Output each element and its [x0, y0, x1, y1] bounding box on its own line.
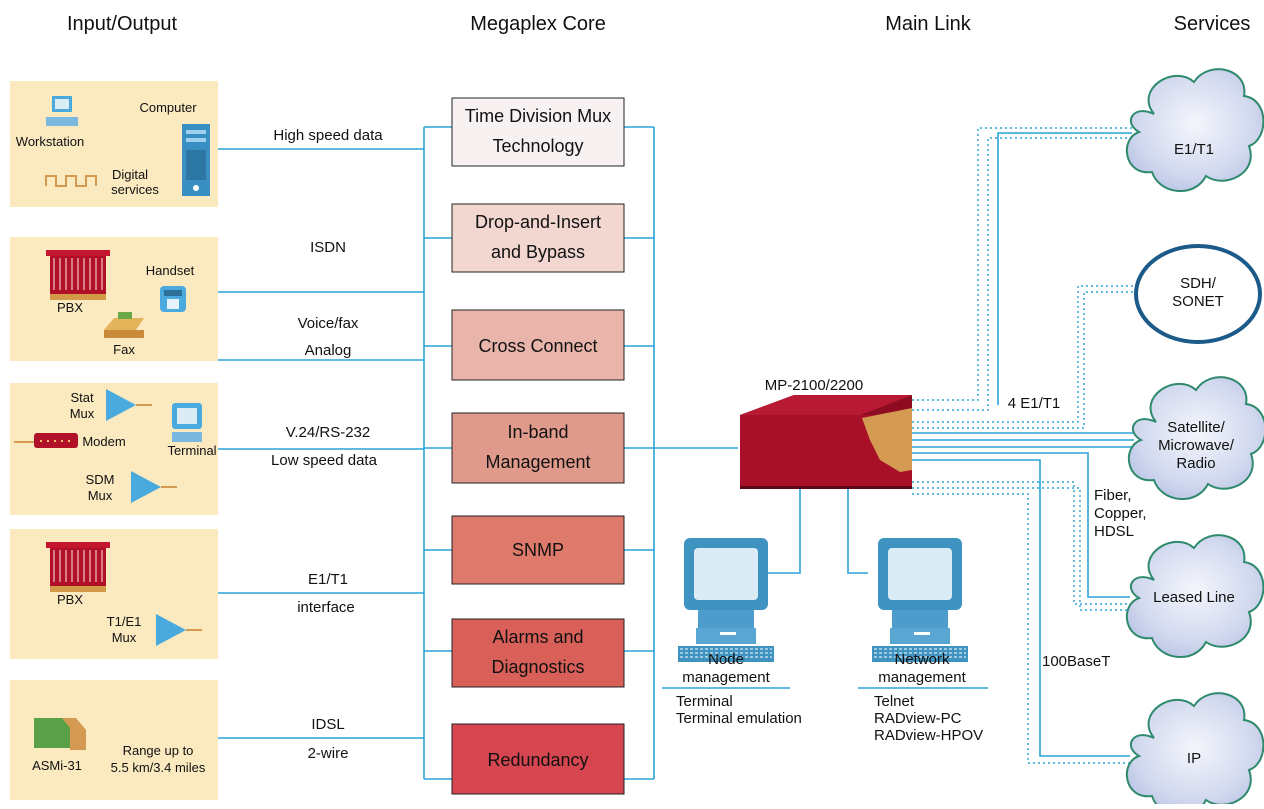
100baset-label: 100BaseT: [1042, 653, 1110, 670]
services-label: services: [111, 182, 159, 197]
core-box-alarms-line1: Alarms and: [492, 627, 583, 647]
node-mgmt-item-1: Terminal: [676, 693, 733, 710]
e1t1-label: E1/T1: [308, 571, 348, 588]
terminal-icon: [172, 403, 202, 442]
leased-line-label: Leased Line: [1153, 589, 1235, 606]
e1t1-service-label: E1/T1: [1174, 141, 1214, 158]
stat-mux-label-2: Mux: [70, 406, 95, 421]
sdh-label-1: SDH/: [1180, 275, 1217, 292]
ip-cloud-icon: [1125, 692, 1264, 809]
fax-icon: [104, 312, 144, 338]
t1e1-mux-label-2: Mux: [112, 630, 137, 645]
sdh-label-2: SONET: [1172, 293, 1224, 310]
modem-icon: [14, 433, 78, 448]
high-speed-data-label: High speed data: [273, 127, 383, 144]
io-panel-e1t1: [10, 529, 218, 659]
sdh-sonet-ring-icon: [1134, 244, 1262, 344]
header-megaplex-core: Megaplex Core: [470, 13, 606, 35]
range-label-1: Range up to: [123, 743, 194, 758]
core-box-alarms: Alarms and Diagnostics: [451, 618, 625, 688]
isdn-label: ISDN: [310, 239, 346, 256]
four-e1t1-label: 4 E1/T1: [1008, 395, 1061, 412]
pbx-label-2: PBX: [57, 592, 83, 607]
mp-2100-device-icon: [740, 395, 912, 489]
header-services: Services: [1174, 13, 1251, 35]
computer-label: Computer: [139, 100, 197, 115]
low-speed-data-label: Low speed data: [271, 452, 378, 469]
handset-label: Handset: [146, 263, 195, 278]
pbx-label: PBX: [57, 300, 83, 315]
net-mgmt-item-2: RADview-PC: [874, 710, 962, 727]
core-box-snmp-line1: SNMP: [512, 540, 564, 560]
copper-label: Copper,: [1094, 505, 1147, 522]
v24-label: V.24/RS-232: [286, 424, 371, 441]
core-boxes: Time Division Mux Technology Drop-and-In…: [451, 97, 625, 795]
network-management-terminal-icon: [871, 537, 969, 663]
node-mgmt-title-1: Node: [708, 651, 744, 668]
core-box-inband-management: In-band Management: [451, 412, 625, 484]
ip-label: IP: [1187, 750, 1201, 767]
fax-label: Fax: [113, 342, 135, 357]
core-box-alarms-line2: Diagnostics: [491, 657, 584, 677]
core-box-redundancy-line1: Redundancy: [487, 750, 588, 770]
pbx-icon-2: [45, 541, 111, 593]
workstation-icon: [46, 96, 78, 126]
hdsl-label: HDSL: [1094, 523, 1134, 540]
range-label-2: 5.5 km/3.4 miles: [111, 760, 206, 775]
node-mgmt-title-2: management: [682, 669, 770, 686]
net-mgmt-title-1: Network: [894, 651, 950, 668]
analog-label: Analog: [305, 342, 352, 359]
voice-fax-label: Voice/fax: [298, 315, 359, 332]
two-wire-label: 2-wire: [308, 745, 349, 762]
core-box-drop-insert: Drop-and-Insert and Bypass: [451, 203, 625, 273]
header-input-output: Input/Output: [67, 13, 178, 35]
core-box-tdm-line1: Time Division Mux: [465, 106, 611, 126]
sdm-mux-label-1: SDM: [86, 472, 115, 487]
t1e1-mux-label-1: T1/E1: [107, 614, 142, 629]
e1t1-service-cloud-icon: [1125, 68, 1264, 193]
digital-label: Digital: [112, 167, 148, 182]
satellite-label-3: Radio: [1176, 455, 1215, 472]
idsl-label: IDSL: [311, 716, 344, 733]
node-mgmt-item-2: Terminal emulation: [676, 710, 802, 727]
header-main-link: Main Link: [885, 13, 972, 35]
io-connection-lines: [218, 126, 738, 780]
asmi-31-label: ASMi-31: [32, 758, 82, 773]
net-mgmt-title-2: management: [878, 669, 966, 686]
net-mgmt-item-3: RADview-HPOV: [874, 727, 983, 744]
stat-mux-label-1: Stat: [70, 390, 94, 405]
core-box-drop-insert-line2: and Bypass: [491, 242, 585, 262]
core-box-tdm-line2: Technology: [492, 136, 583, 156]
modem-label: Modem: [82, 434, 125, 449]
mp-device-label: MP-2100/2200: [765, 377, 863, 394]
net-mgmt-item-1: Telnet: [874, 693, 915, 710]
core-box-tdm: Time Division Mux Technology: [451, 97, 625, 167]
fiber-label: Fiber,: [1094, 487, 1132, 504]
digital-signal-icon: [45, 175, 97, 187]
satellite-label-1: Satellite/: [1167, 419, 1225, 436]
pbx-icon: [45, 249, 111, 301]
handset-icon: [160, 286, 186, 312]
core-box-inband-line2: Management: [485, 452, 590, 472]
terminal-label: Terminal: [167, 443, 216, 458]
core-box-drop-insert-line1: Drop-and-Insert: [475, 212, 601, 232]
service-link-lines: [768, 127, 1138, 764]
workstation-label: Workstation: [16, 134, 84, 149]
core-box-cross-connect-line1: Cross Connect: [478, 336, 597, 356]
node-management-terminal-icon: [677, 537, 775, 663]
satellite-label-2: Microwave/: [1158, 437, 1235, 454]
core-box-snmp: SNMP: [451, 515, 625, 585]
core-box-cross-connect: Cross Connect: [451, 309, 625, 381]
sdm-mux-label-2: Mux: [88, 488, 113, 503]
computer-tower-icon: [182, 124, 210, 196]
core-box-redundancy: Redundancy: [451, 723, 625, 795]
core-box-inband-line1: In-band: [507, 422, 568, 442]
asmi-31-icon: [34, 718, 86, 750]
interface-label: interface: [297, 599, 355, 616]
